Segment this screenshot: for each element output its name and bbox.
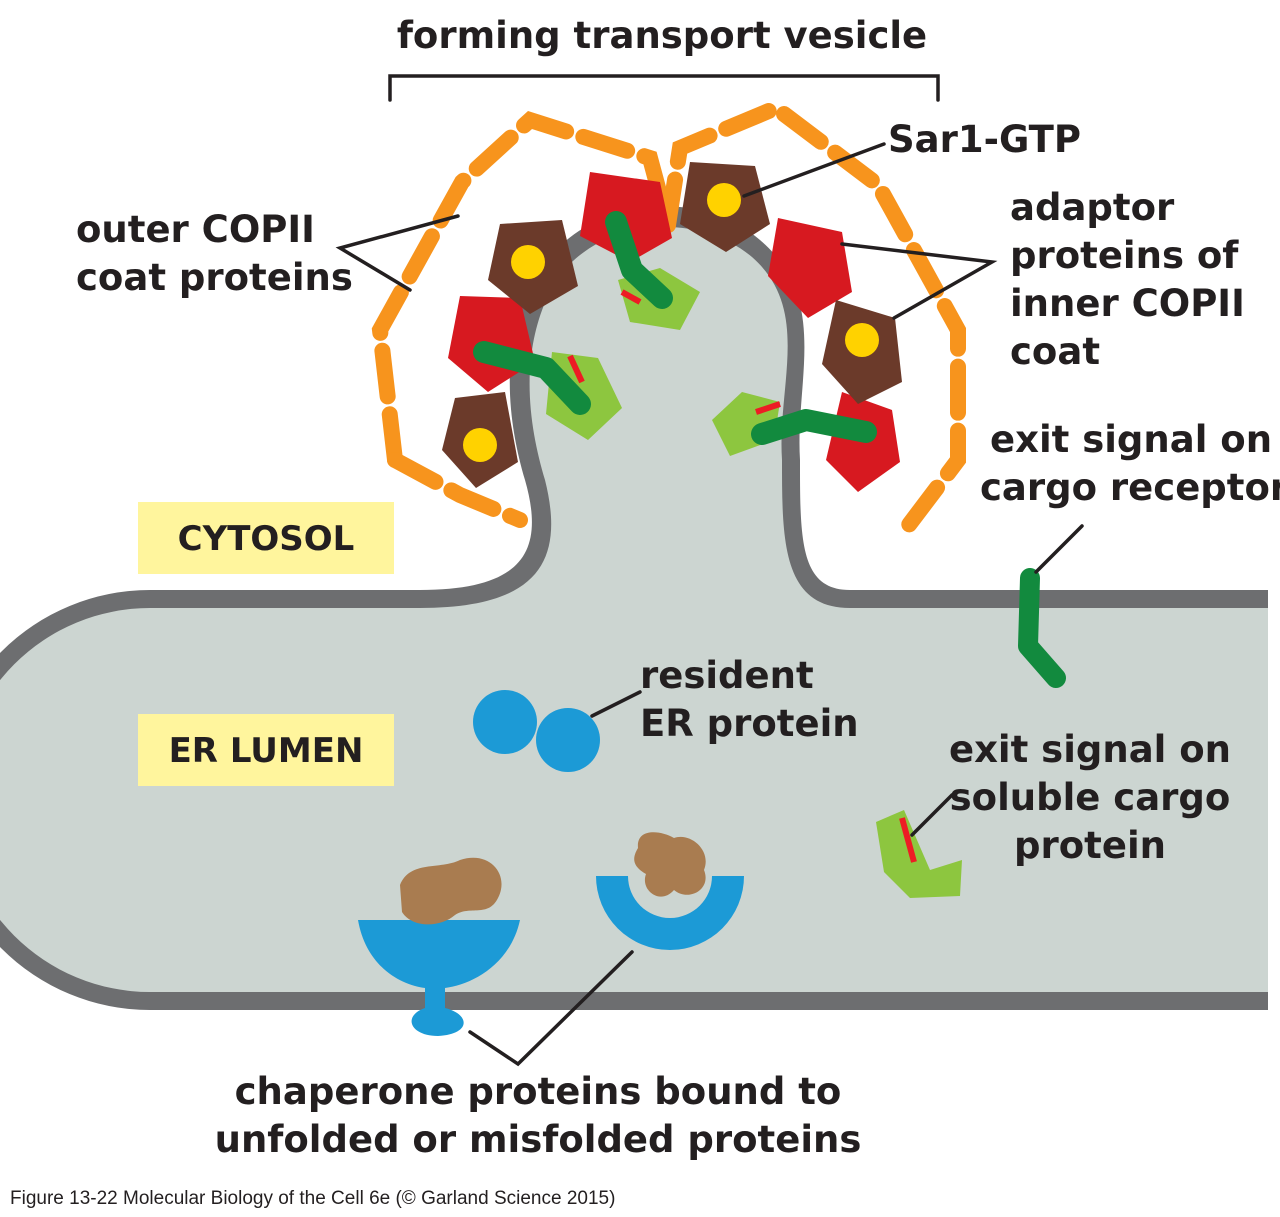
region-label-er-lumen: ER LUMEN	[169, 731, 364, 771]
label-outer-coat-line2: coat proteins	[76, 256, 353, 299]
misfolded-protein	[634, 832, 706, 897]
cargo-receptor	[605, 211, 673, 309]
label-resident-line1: resident	[640, 654, 814, 697]
cargo-receptor	[473, 341, 591, 415]
outer-coat-left	[371, 110, 676, 468]
resident-er-protein	[473, 690, 600, 772]
sar1-gtp	[488, 220, 578, 314]
sar1-gtp	[822, 300, 902, 404]
label-adaptor-line2: proteins of	[1010, 234, 1239, 277]
cargo-receptors	[473, 211, 877, 445]
free-soluble-cargo-protein	[876, 810, 962, 898]
label-exit-receptor-line1: exit signal on	[990, 418, 1272, 461]
chaperone-anchored	[358, 857, 520, 1036]
outer-copii-coat	[371, 98, 966, 538]
free-cargo-receptor	[1018, 568, 1066, 688]
leader-lines	[335, 142, 1084, 1067]
label-chaperone-line1: chaperone proteins bound to	[235, 1070, 842, 1113]
vesicle-bracket	[388, 74, 940, 102]
label-adaptor-line4: coat	[1010, 330, 1100, 373]
label-forming-vesicle: forming transport vesicle	[397, 14, 927, 57]
label-outer-coat-line1: outer COPII	[76, 208, 315, 251]
label-exit-soluble-line3: protein	[1014, 824, 1166, 867]
figure-caption: Figure 13-22 Molecular Biology of the Ce…	[10, 1188, 615, 1209]
sar1-gtp	[442, 392, 518, 488]
region-label-cytosol: CYTOSOL	[178, 519, 355, 559]
cargo-receptor	[751, 409, 877, 445]
outer-coat-right	[660, 98, 966, 538]
label-adaptor-line1: adaptor	[1010, 186, 1175, 229]
region-cytosol: CYTOSOL	[138, 502, 394, 574]
label-adaptor-line3: inner COPII	[1010, 282, 1245, 325]
chaperone-soluble	[596, 832, 744, 950]
misfolded-protein	[400, 857, 502, 925]
region-er-lumen: ER LUMEN	[138, 714, 394, 786]
adaptor-protein	[580, 172, 672, 262]
er-lumen	[0, 227, 1268, 992]
label-chaperone-line2: unfolded or misfolded proteins	[215, 1118, 862, 1161]
label-sar1-gtp: Sar1-GTP	[888, 118, 1081, 161]
outer-coat-base-left	[387, 452, 528, 528]
label-exit-receptor-line2: cargo receptor	[980, 466, 1280, 509]
sar1-gtp-proteins	[442, 162, 902, 488]
label-resident-line2: ER protein	[640, 702, 859, 745]
adaptor-protein	[768, 218, 852, 318]
label-exit-soluble-line2: soluble cargo	[950, 776, 1231, 819]
label-exit-soluble-line1: exit signal on	[949, 728, 1231, 771]
sar1-gtp	[680, 162, 770, 252]
